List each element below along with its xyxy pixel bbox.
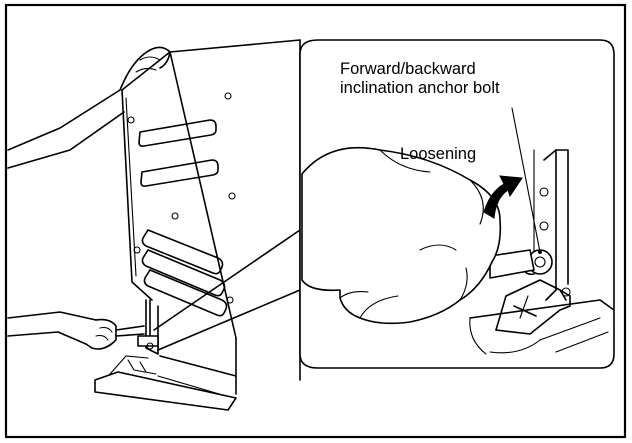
loosening-arrow: [483, 175, 523, 219]
detail-leader-lines: [153, 229, 301, 351]
figure-border: [4, 3, 627, 439]
bolt-callout-line2: inclination anchor bolt: [340, 79, 500, 97]
lower-arm-with-wrench: [7, 311, 145, 350]
machine-panel: [121, 39, 301, 395]
machine-base: [94, 355, 237, 411]
loosening-label: Loosening: [400, 145, 477, 163]
bolt-callout-label: Forward/backward inclination anchor bolt: [340, 60, 500, 98]
bolt-leader-line: [511, 107, 541, 253]
bolt-callout-line1: Forward/backward: [340, 60, 476, 78]
panel-slots: [138, 119, 228, 317]
detail-inset: [299, 39, 615, 369]
upper-arm: [7, 46, 171, 169]
